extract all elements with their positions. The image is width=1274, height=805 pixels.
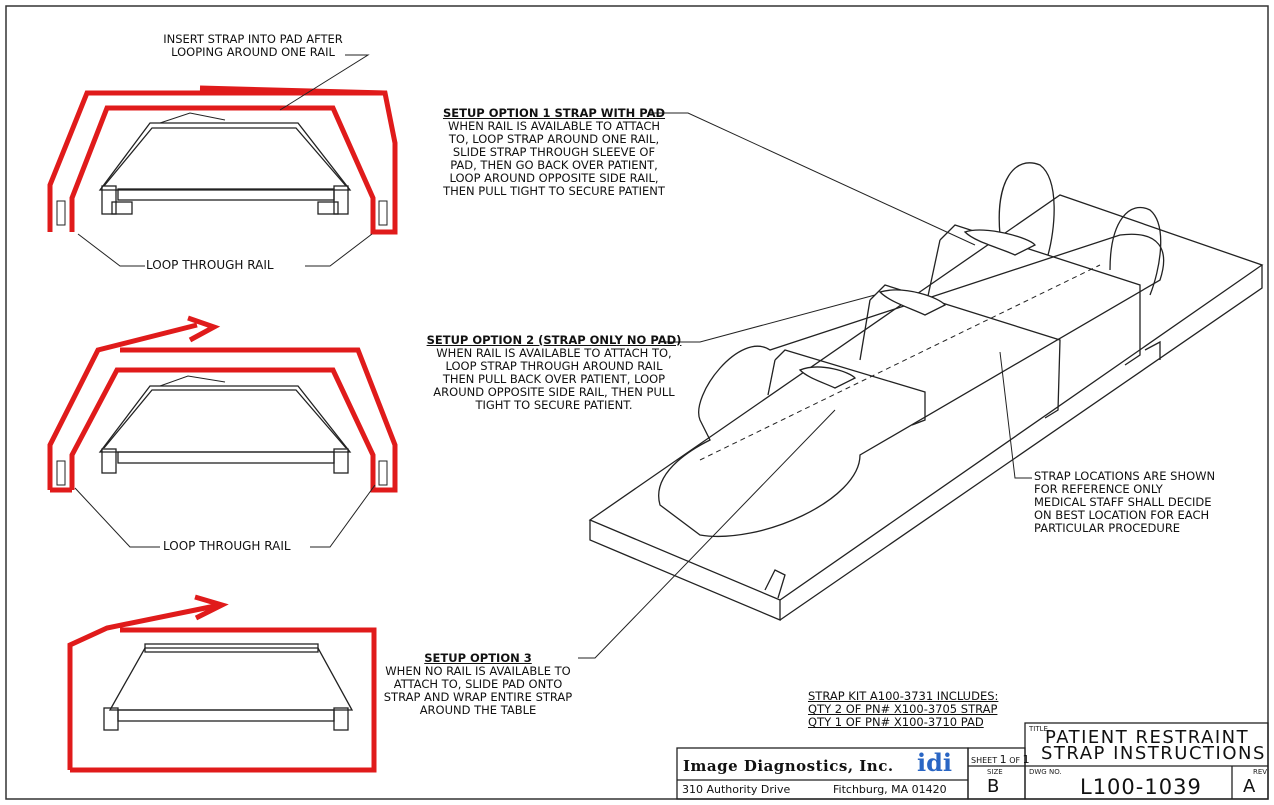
setup-option-3-note: SETUP OPTION 3 WHEN NO RAIL IS AVAILABLE… (358, 652, 598, 717)
company-name: Image Diagnostics, Inc. (683, 757, 894, 775)
setup-option-1-body: WHEN RAIL IS AVAILABLE TO ATTACH TO, LOO… (443, 119, 665, 198)
sheet-border (5, 5, 1269, 800)
strap-kit-line-2: QTY 1 OF PN# X100-3710 PAD (808, 715, 984, 729)
setup-option-2-body: WHEN RAIL IS AVAILABLE TO ATTACH TO, LOO… (433, 346, 675, 412)
setup-option-1-title: SETUP OPTION 1 STRAP WITH PAD (442, 106, 666, 120)
loop-through-rail-label-2: LOOP THROUGH RAIL (163, 539, 291, 553)
setup-option-2-note: SETUP OPTION 2 (STRAP ONLY NO PAD) WHEN … (418, 334, 690, 412)
table-end-view-3 (103, 643, 354, 731)
rev-label: REV (1253, 768, 1268, 776)
title-label: TITLE (1029, 725, 1048, 733)
strap-kit-note: STRAP KIT A100-3731 INCLUDES: QTY 2 OF P… (808, 690, 1028, 729)
strap-locations-note: STRAP LOCATIONS ARE SHOWN FOR REFERENCE … (1034, 469, 1216, 535)
title-block-frame (676, 722, 1269, 800)
insert-strap-note: INSERT STRAP INTO PAD AFTER LOOPING AROU… (163, 32, 343, 59)
strap-kit-line-1: QTY 2 OF PN# X100-3705 STRAP (808, 702, 998, 716)
size-label: SIZE (987, 768, 1003, 776)
setup-option-2-title: SETUP OPTION 2 (STRAP ONLY NO PAD) (426, 333, 682, 347)
strap-path-1 (47, 85, 398, 235)
company-city: Fitchburg, MA 01420 (833, 783, 947, 796)
leader-lines (74, 54, 1032, 659)
size-value: B (987, 776, 1000, 797)
setup-option-1-note: SETUP OPTION 1 STRAP WITH PAD WHEN RAIL … (418, 107, 690, 198)
strap-kit-title: STRAP KIT A100-3731 INCLUDES: (808, 689, 999, 703)
setup-option-3-title: SETUP OPTION 3 (424, 651, 532, 665)
isometric-table (588, 162, 1264, 621)
setup-option-3-body: WHEN NO RAIL IS AVAILABLE TO ATTACH TO, … (383, 664, 573, 717)
strap-path-2 (47, 315, 398, 493)
table-end-view-1 (98, 112, 352, 215)
table-end-view-2 (98, 375, 352, 474)
loop-through-rail-label-1: LOOP THROUGH RAIL (146, 258, 274, 272)
dwg-no-label: DWG NO. (1029, 768, 1062, 776)
sheet-number: SHEET 1 OF 1 (971, 753, 1030, 766)
drawing-title-line-2: STRAP INSTRUCTIONS (1041, 743, 1266, 764)
drawing-title-line-1: PATIENT RESTRAINT (1045, 727, 1250, 748)
rail-marks-2 (56, 460, 388, 486)
drawing-number: L100-1039 (1080, 775, 1202, 799)
strap-path-3 (67, 594, 377, 773)
rail-marks-1 (56, 200, 388, 226)
idi-logo: idi (917, 748, 953, 777)
revision: A (1243, 776, 1256, 797)
company-address: 310 Authority Drive (682, 783, 791, 796)
